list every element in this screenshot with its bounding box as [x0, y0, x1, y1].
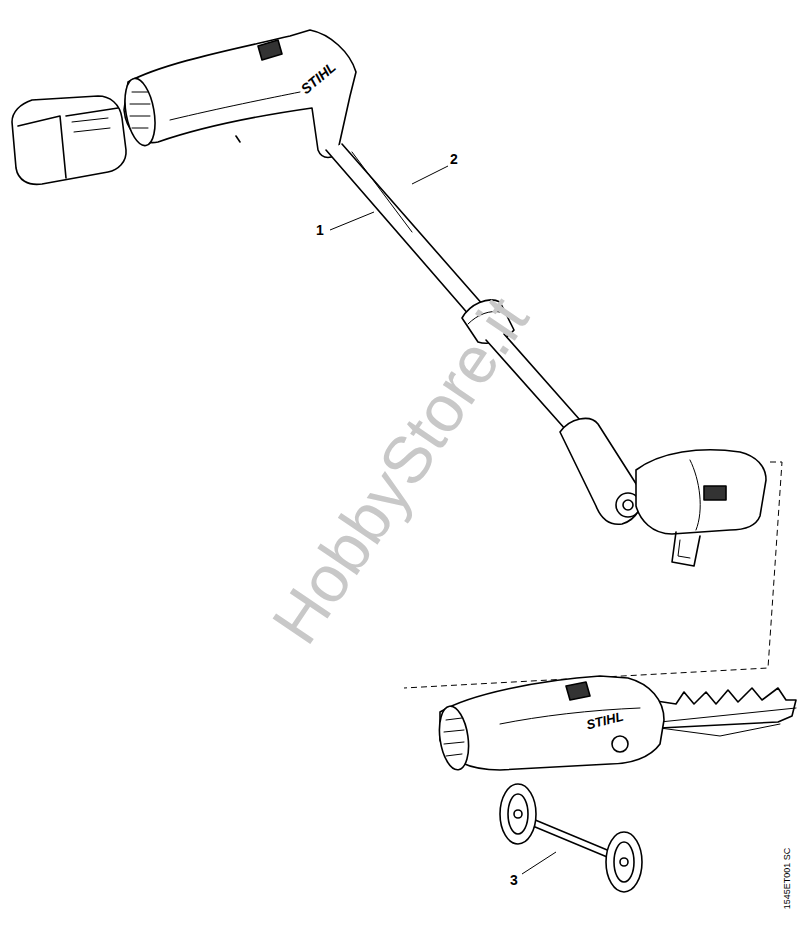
- drawing-code: 1545ET001 SC: [783, 847, 792, 909]
- callout-number: 2: [450, 152, 458, 166]
- callout-number: 3: [510, 873, 518, 887]
- watermark: HobbyStore.it: [261, 286, 539, 654]
- callout-number: 1: [316, 223, 324, 237]
